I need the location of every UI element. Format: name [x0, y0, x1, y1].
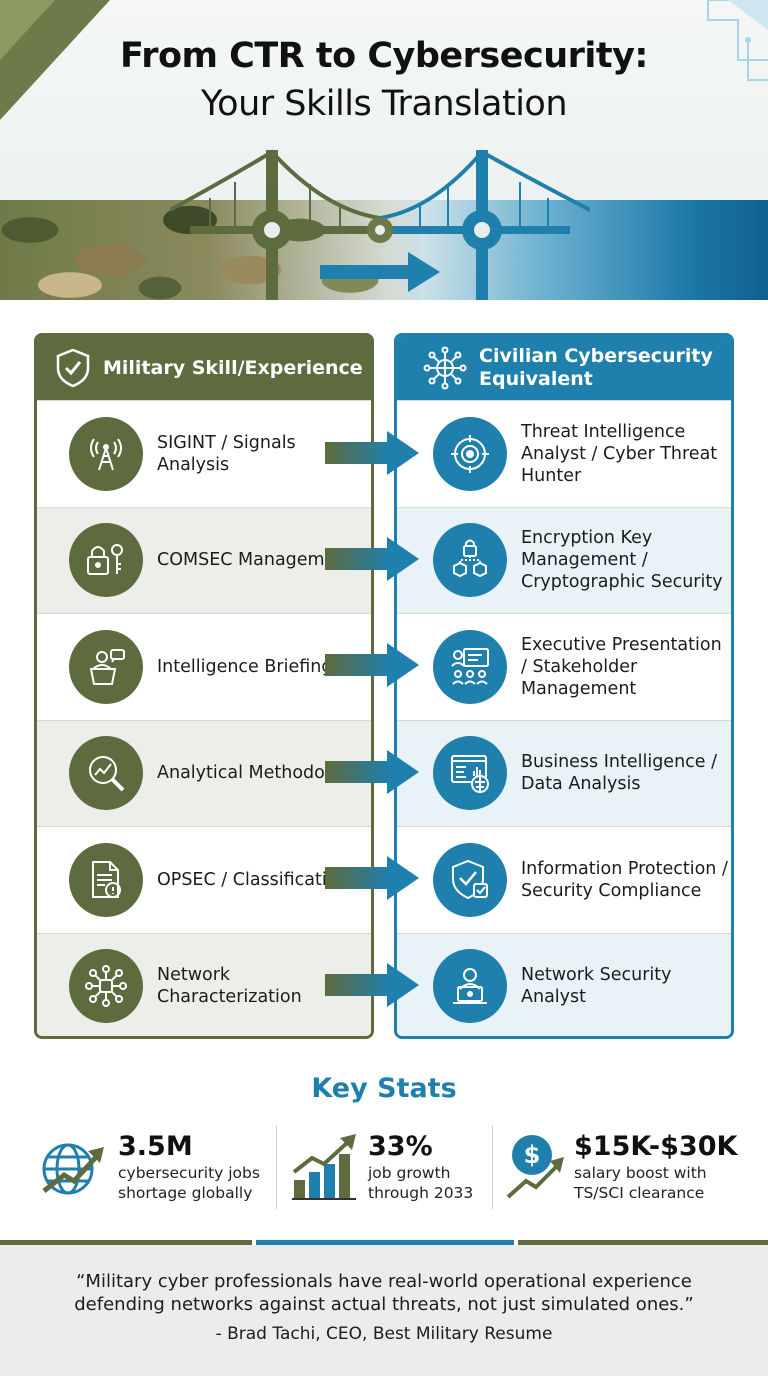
- stat-item: $ $15K-$30K salary boost with TS/SCI cle…: [504, 1125, 740, 1209]
- military-skill-row: Network Characterization: [37, 932, 371, 1036]
- stat-divider: [276, 1125, 277, 1209]
- divider-stripe-green: [518, 1240, 768, 1245]
- bar-chart-growth-icon: [292, 1134, 356, 1200]
- military-skill-label: Analytical Methodology: [157, 763, 362, 784]
- civilian-role-label: Encryption Key Management / Cryptographi…: [521, 528, 723, 593]
- military-skill-row: COMSEC Management: [37, 506, 371, 613]
- military-skill-row: Analytical Methodology: [37, 719, 371, 826]
- civilian-role-row: Network Security Analyst: [397, 932, 731, 1036]
- quote-author: - Brad Tachi, CEO, Best Military Resume: [215, 1324, 553, 1344]
- military-skill-label: Network Characterization: [157, 965, 302, 1008]
- stat-value: 33%: [368, 1131, 433, 1162]
- skill-translation-arrow: [325, 750, 419, 794]
- stat-divider: [492, 1125, 493, 1209]
- stat-description: cybersecurity jobs: [118, 1164, 260, 1182]
- stat-description: through 2033: [368, 1184, 474, 1202]
- divider-stripe-green: [0, 1240, 252, 1245]
- skill-translation-arrow: [325, 963, 419, 1007]
- military-column-title: Military Skill/Experience: [103, 356, 363, 379]
- military-skill-row: Intelligence Briefing: [37, 613, 371, 720]
- divider-stripe-blue: [256, 1240, 514, 1245]
- stat-item: 33% job growth through 2033: [290, 1125, 490, 1209]
- bridge-illustration: [170, 149, 590, 300]
- military-column-header: Military Skill/Experience: [37, 336, 371, 400]
- civilian-equivalent-column: Civilian Cybersecurity Equivalent Threat…: [394, 333, 734, 1039]
- stat-description: job growth: [368, 1164, 451, 1182]
- classified-document-icon: [69, 842, 143, 917]
- quote-line: “Military cyber professionals have real-…: [76, 1271, 692, 1292]
- stat-item: 3.5M cybersecurity jobs shortage globall…: [38, 1125, 270, 1209]
- military-skill-label: Intelligence Briefing: [157, 656, 333, 677]
- testimonial-quote: “Military cyber professionals have real-…: [0, 1270, 768, 1316]
- globe-trend-icon: [42, 1143, 104, 1195]
- civilian-role-label: Network Security Analyst: [521, 965, 672, 1008]
- skill-translation-arrow: [325, 431, 419, 475]
- military-skill-row: SIGINT / Signals Analysis: [37, 400, 371, 507]
- civilian-role-label: Information Protection / Security Compli…: [521, 858, 728, 901]
- stat-value: $15K-$30K: [574, 1131, 738, 1162]
- lock-key-icon: [69, 523, 143, 598]
- civilian-role-row: Executive Presentation / Stakeholder Man…: [397, 613, 731, 720]
- civilian-column-header: Civilian Cybersecurity Equivalent: [397, 336, 731, 400]
- civilian-column-title: Civilian Cybersecurity Equivalent: [479, 345, 713, 390]
- shield-checkbox-icon: [433, 842, 507, 917]
- civilian-role-label: Executive Presentation / Stakeholder Man…: [521, 634, 722, 699]
- civilian-role-label: Business Intelligence / Data Analysis: [521, 752, 718, 795]
- radio-tower-icon: [69, 416, 143, 491]
- dollar-trend-icon: $: [506, 1135, 564, 1199]
- camo-corner-accent: [0, 0, 55, 60]
- encryption-lock-icon: [433, 523, 507, 598]
- civilian-role-row: Encryption Key Management / Cryptographi…: [397, 506, 731, 613]
- stat-description: salary boost with: [574, 1164, 707, 1182]
- key-stats-title: Key Stats: [311, 1073, 457, 1104]
- shield-check-icon: [56, 348, 90, 388]
- page-title: From CTR to Cybersecurity:: [120, 36, 648, 76]
- military-skill-row: OPSEC / Classification: [37, 826, 371, 933]
- skill-translation-arrow: [325, 537, 419, 581]
- military-skills-column: Military Skill/Experience SIGINT / Signa…: [34, 333, 374, 1039]
- military-skill-label: SIGINT / Signals Analysis: [157, 432, 296, 475]
- quote-line: defending networks against actual threat…: [74, 1294, 694, 1315]
- target-bug-icon: [433, 416, 507, 491]
- circuit-tech-band: [388, 200, 768, 300]
- civilian-role-row: Information Protection / Security Compli…: [397, 826, 731, 933]
- civilian-role-row: Business Intelligence / Data Analysis: [397, 719, 731, 826]
- civilian-role-row: Threat Intelligence Analyst / Cyber Thre…: [397, 400, 731, 507]
- military-skill-label: OPSEC / Classification: [157, 869, 349, 890]
- skill-translation-arrow: [325, 643, 419, 687]
- network-hub-icon: [423, 346, 467, 390]
- quote-section: [0, 1245, 768, 1376]
- magnifier-chart-icon: [69, 736, 143, 811]
- military-skill-label: COMSEC Management: [157, 550, 354, 571]
- stat-description: TS/SCI clearance: [574, 1184, 705, 1202]
- skill-translation-arrow: [325, 856, 419, 900]
- dashboard-brain-icon: [433, 736, 507, 811]
- civilian-role-label: Threat Intelligence Analyst / Cyber Thre…: [521, 421, 718, 486]
- page-subtitle: Your Skills Translation: [200, 84, 568, 124]
- network-nodes-icon: [69, 949, 143, 1024]
- stat-value: 3.5M: [118, 1131, 193, 1162]
- svg-text:$: $: [524, 1141, 541, 1169]
- header-banner: From CTR to Cybersecurity: Your Skills T…: [0, 0, 768, 300]
- podium-speaker-icon: [69, 629, 143, 704]
- analyst-laptop-icon: [433, 949, 507, 1024]
- presentation-audience-icon: [433, 629, 507, 704]
- stat-description: shortage globally: [118, 1184, 253, 1202]
- circuit-corner-decoration: [707, 0, 768, 81]
